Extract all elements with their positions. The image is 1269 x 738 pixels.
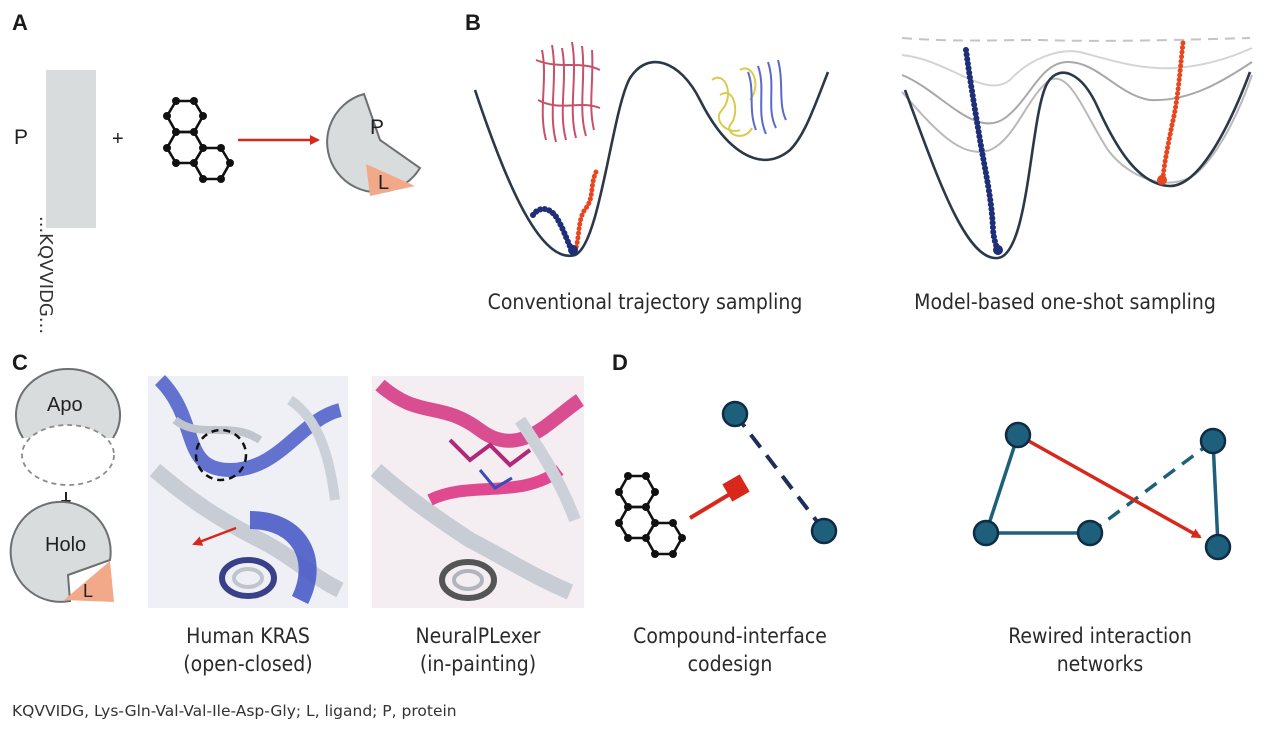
panel-d-codesign [615, 400, 838, 558]
panel-a [46, 70, 422, 228]
holo-shape [9, 500, 112, 603]
sequence-label: ...KQVVIDG... [35, 216, 56, 335]
protein-label: P [14, 126, 29, 149]
panel-letter-a: A [12, 10, 28, 35]
apo-shape [15, 368, 121, 439]
panel-b-model [901, 37, 1253, 260]
panel-letter-d: D [612, 350, 628, 375]
trajectory-blue-left [530, 206, 575, 253]
dashed-edge-d [733, 412, 824, 530]
holo-ligand-label: L [83, 581, 94, 601]
complex-protein-label: P [370, 116, 385, 139]
ring-compound-a-atoms [163, 97, 234, 183]
caption-rewired: Rewired interaction networks [980, 622, 1220, 678]
panel-c-schematic [9, 368, 121, 603]
plus-sign: + [112, 128, 124, 150]
ring-compound-d-atoms [615, 472, 686, 558]
caption-codesign-line1: Compound-interface [633, 624, 827, 648]
apo-label: Apo [47, 394, 83, 416]
network-node [1199, 427, 1227, 455]
panel-letter-c: C [12, 350, 28, 375]
protein-structure-pink [535, 41, 601, 143]
apo-pocket [21, 424, 115, 486]
landscape-mid [901, 60, 1253, 125]
caption-conventional: Conventional trajectory sampling [487, 290, 803, 314]
landscape-dashed [901, 37, 1251, 42]
caption-kras-line2: (open-closed) [183, 652, 313, 676]
panel-letter-b: B [465, 10, 481, 35]
caption-neuralplexer: NeuralPLexer (in-painting) [378, 622, 578, 678]
network-node [1076, 519, 1104, 547]
protein-structure-yellow-blue [711, 59, 787, 137]
trajectory-red-left [573, 169, 599, 251]
sequence-box [46, 70, 96, 228]
caption-neuralplexer-line1: NeuralPLexer [415, 624, 541, 648]
node-bottom [810, 517, 838, 545]
panel-b-conventional [473, 41, 830, 258]
trajectory-red-right [1160, 40, 1186, 181]
complex-ligand-label: L [378, 172, 390, 194]
holo-ligand [64, 561, 114, 602]
caption-kras: Human KRAS (open-closed) [148, 622, 348, 678]
neuralplexer-structure-image [370, 376, 584, 608]
caption-model-based: Model-based one-shot sampling [914, 290, 1216, 314]
ligand-wedge [366, 164, 415, 196]
energy-landscape-left [473, 60, 830, 258]
codesign-anchor [722, 474, 750, 502]
caption-rewired-line1: Rewired interaction [1008, 624, 1192, 648]
panel-d-network [972, 421, 1232, 561]
node-top [721, 400, 749, 428]
ring-compound-a [165, 99, 232, 181]
energy-landscape-right [903, 71, 1252, 260]
codesign-link [688, 492, 732, 520]
landscape-light [901, 47, 1253, 87]
network-node [1204, 533, 1232, 561]
endpoint-red-right [1157, 175, 1167, 185]
kras-structure-image [148, 375, 348, 608]
start-point-left [568, 245, 578, 255]
trajectory-blue-right [963, 47, 1000, 251]
ring-compound-d [617, 474, 684, 556]
caption-kras-line1: Human KRAS [186, 624, 310, 648]
network-node [972, 519, 1000, 547]
network-node [1004, 421, 1032, 449]
caption-rewired-line2: networks [1056, 652, 1144, 676]
rewired-edge [1017, 433, 1202, 539]
footnote: KQVVIDG, Lys-Gln-Val-Val-Ile-Asp-Gly; L,… [12, 702, 457, 720]
caption-codesign-line2: codesign [687, 652, 773, 676]
caption-codesign: Compound-interface codesign [610, 622, 850, 678]
holo-label: Holo [45, 534, 87, 556]
caption-neuralplexer-line2: (in-painting) [419, 652, 537, 676]
endpoint-blue-right [993, 245, 1003, 255]
